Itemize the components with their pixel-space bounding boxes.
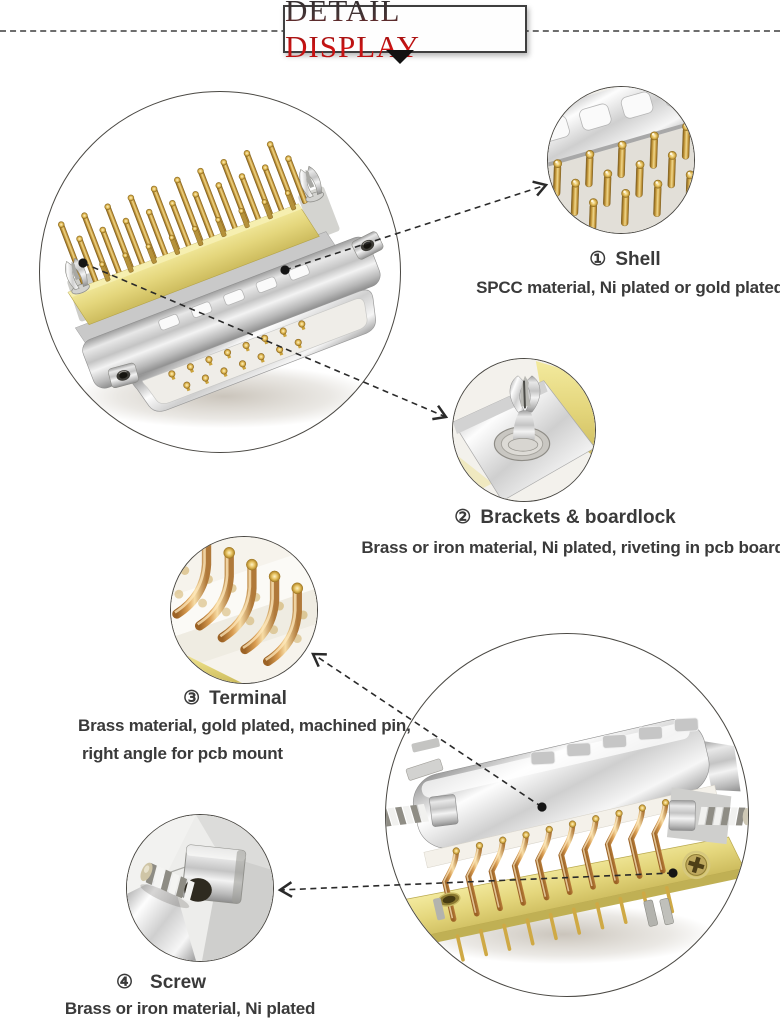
section-screw-desc: Brass or iron material, Ni plated — [64, 999, 316, 1018]
section-shell-heading: ① Shell — [465, 248, 780, 271]
threaded-screw-shaft — [140, 862, 195, 909]
section-terminal-heading: ③ Terminal — [80, 687, 390, 710]
terminal-desc-line2: right angle for pcb mount — [82, 744, 283, 763]
terminal-desc-line1: Brass material, gold plated, machined pi… — [78, 716, 411, 735]
philips-screw-head — [685, 853, 708, 876]
section-terminal-desc: Brass material, gold plated, machined pi… — [78, 712, 411, 768]
terminal-number-icon: ③ — [183, 688, 201, 709]
shell-number-icon: ① — [589, 249, 607, 270]
curved-terminal-array — [442, 799, 670, 922]
screw-closeup-photo — [127, 815, 273, 961]
boardlock-closeup-circle — [452, 358, 596, 502]
main-photo-top-circle — [39, 91, 401, 453]
screw-closeup-circle — [126, 814, 274, 962]
shell-name: Shell — [615, 249, 661, 270]
jack-screw-right — [666, 787, 748, 845]
section-screw-heading: ④ Screw — [21, 971, 301, 994]
shell-closeup-circle — [547, 86, 695, 234]
main-photo-bottom-circle — [385, 633, 749, 997]
arrow-down-icon — [386, 50, 414, 64]
terminal-name: Terminal — [209, 688, 287, 709]
terminal-closeup-photo — [171, 537, 317, 683]
curved-terminal-pins — [172, 537, 304, 666]
male-connector-photo — [58, 141, 385, 429]
title-box: DETAIL DISPLAY — [283, 0, 527, 64]
brackets-name: Brackets & boardlock — [480, 507, 676, 528]
boardlock-closeup-photo — [453, 359, 595, 501]
brackets-number-icon: ② — [454, 507, 472, 528]
section-shell-desc: SPCC material, Ni plated or gold plated — [476, 278, 780, 297]
section-brackets-desc: Brass or iron material, Ni plated, rivet… — [361, 538, 780, 557]
pin-array-mid — [76, 155, 308, 285]
female-connector-photo — [386, 717, 748, 965]
screw-number-icon: ④ — [115, 972, 134, 993]
screw-name: Screw — [150, 972, 207, 993]
boardlock-rivet — [507, 375, 541, 452]
terminal-closeup-circle — [170, 536, 318, 684]
section-brackets-heading: ② Brackets & boardlock — [350, 506, 780, 529]
shell-closeup-photo — [548, 87, 694, 233]
